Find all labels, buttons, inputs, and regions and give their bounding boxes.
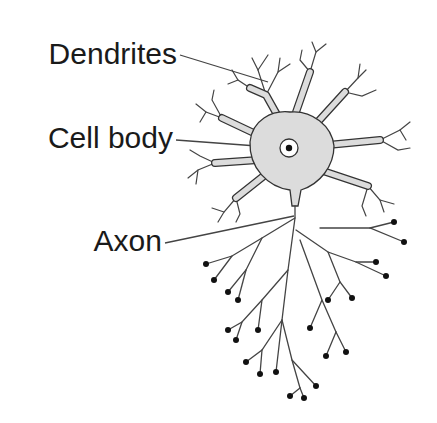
cell-body [250,112,334,206]
axon-terminals [203,219,407,401]
nucleus [280,139,298,157]
dendrite-branches [188,42,410,222]
nucleolus [286,145,292,151]
part-label: Dendrites [48,37,178,71]
part-label: Cell body [47,121,174,155]
axon [206,206,404,398]
part-label: Axon [93,224,163,258]
